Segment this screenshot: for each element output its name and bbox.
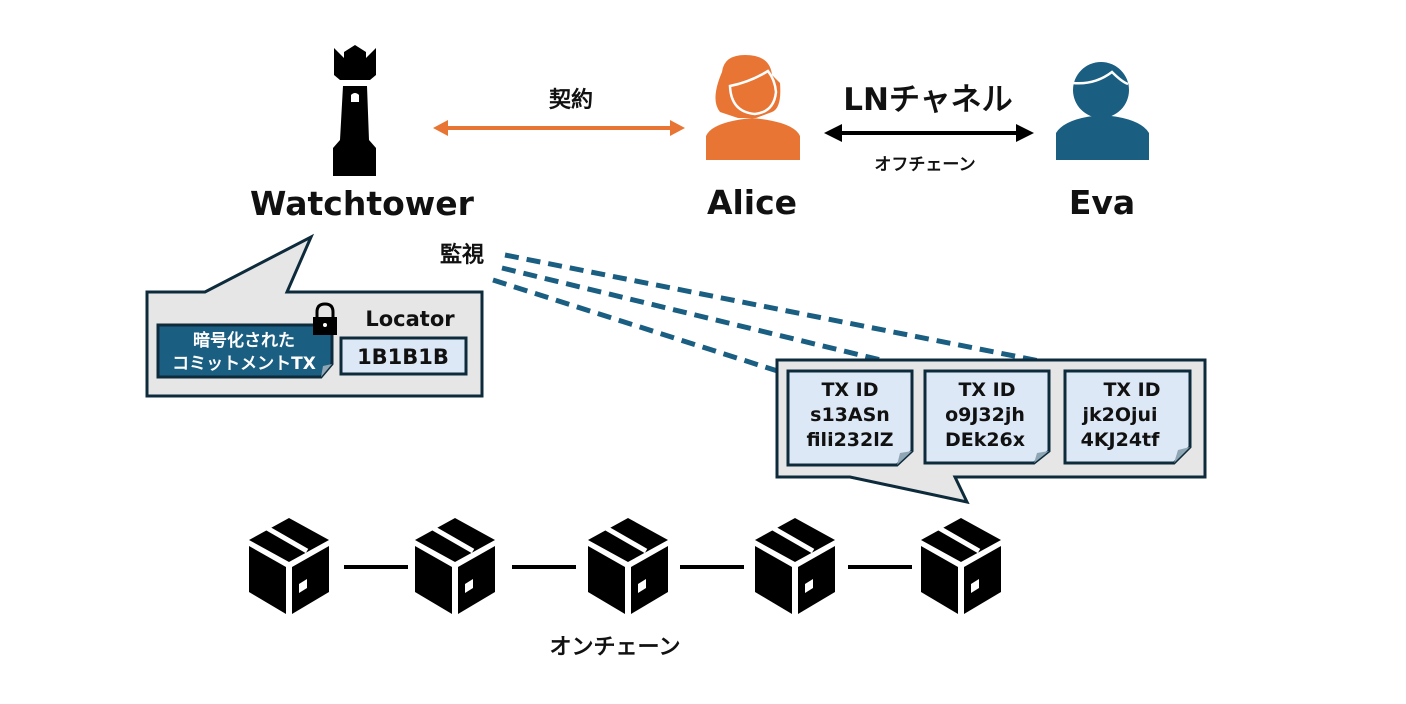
package-box-icon <box>588 518 668 614</box>
watchtower-label: Watchtower <box>250 184 475 223</box>
channel-arrow <box>824 124 1034 142</box>
tx-id-line1: o9J32jh <box>945 404 1025 426</box>
offchain-label: オフチェーン <box>874 155 975 175</box>
tx-id-line1: s13ASn <box>810 404 890 426</box>
contract-arrow <box>433 120 685 136</box>
encrypted-tx-note: 暗号化された コミットメントTX <box>156 323 334 379</box>
tx-note: TX ID o9J32jh DEk26x <box>923 369 1051 465</box>
monitor-arrow <box>492 277 792 378</box>
package-box-icon <box>415 518 495 614</box>
package-box-icon <box>921 518 1001 614</box>
locator-value: 1B1B1B <box>357 345 449 369</box>
monitor-label: 監視 <box>440 243 484 268</box>
tower-icon <box>333 45 376 176</box>
female-user-icon <box>706 55 800 160</box>
contract-label: 契約 <box>548 87 593 113</box>
locator-value-box: 1B1B1B <box>339 336 468 376</box>
tx-note: TX ID jk2Ojui 4KJ24tf <box>1063 369 1192 465</box>
tx-id-line2: fili232lZ <box>806 429 893 451</box>
package-box-icon <box>755 518 835 614</box>
alice-label: Alice <box>707 183 797 222</box>
channel-label: LNチャネル <box>843 82 1012 118</box>
monitor-arrow <box>501 265 932 375</box>
encrypted-tx-line2: コミットメントTX <box>172 354 316 374</box>
lock-icon <box>313 302 337 335</box>
tx-label: TX ID <box>958 379 1015 401</box>
male-user-icon <box>1056 62 1149 160</box>
monitor-arrows <box>492 252 1087 378</box>
blockchain <box>249 518 1001 614</box>
tx-note: TX ID s13ASn fili232lZ <box>786 369 914 467</box>
tx-label: TX ID <box>821 379 878 401</box>
tx-label: TX ID <box>1103 379 1160 401</box>
encrypted-tx-line1: 暗号化された <box>193 330 295 351</box>
monitor-arrow <box>504 252 1087 374</box>
locator-label: Locator <box>365 307 455 331</box>
package-box-icon <box>249 518 329 614</box>
tx-id-line2: 4KJ24tf <box>1081 429 1161 451</box>
onchain-label: オンチェーン <box>550 635 681 660</box>
eva-label: Eva <box>1069 183 1135 222</box>
tx-id-line2: DEk26x <box>945 429 1025 451</box>
tx-id-line1: jk2Ojui <box>1081 404 1157 426</box>
